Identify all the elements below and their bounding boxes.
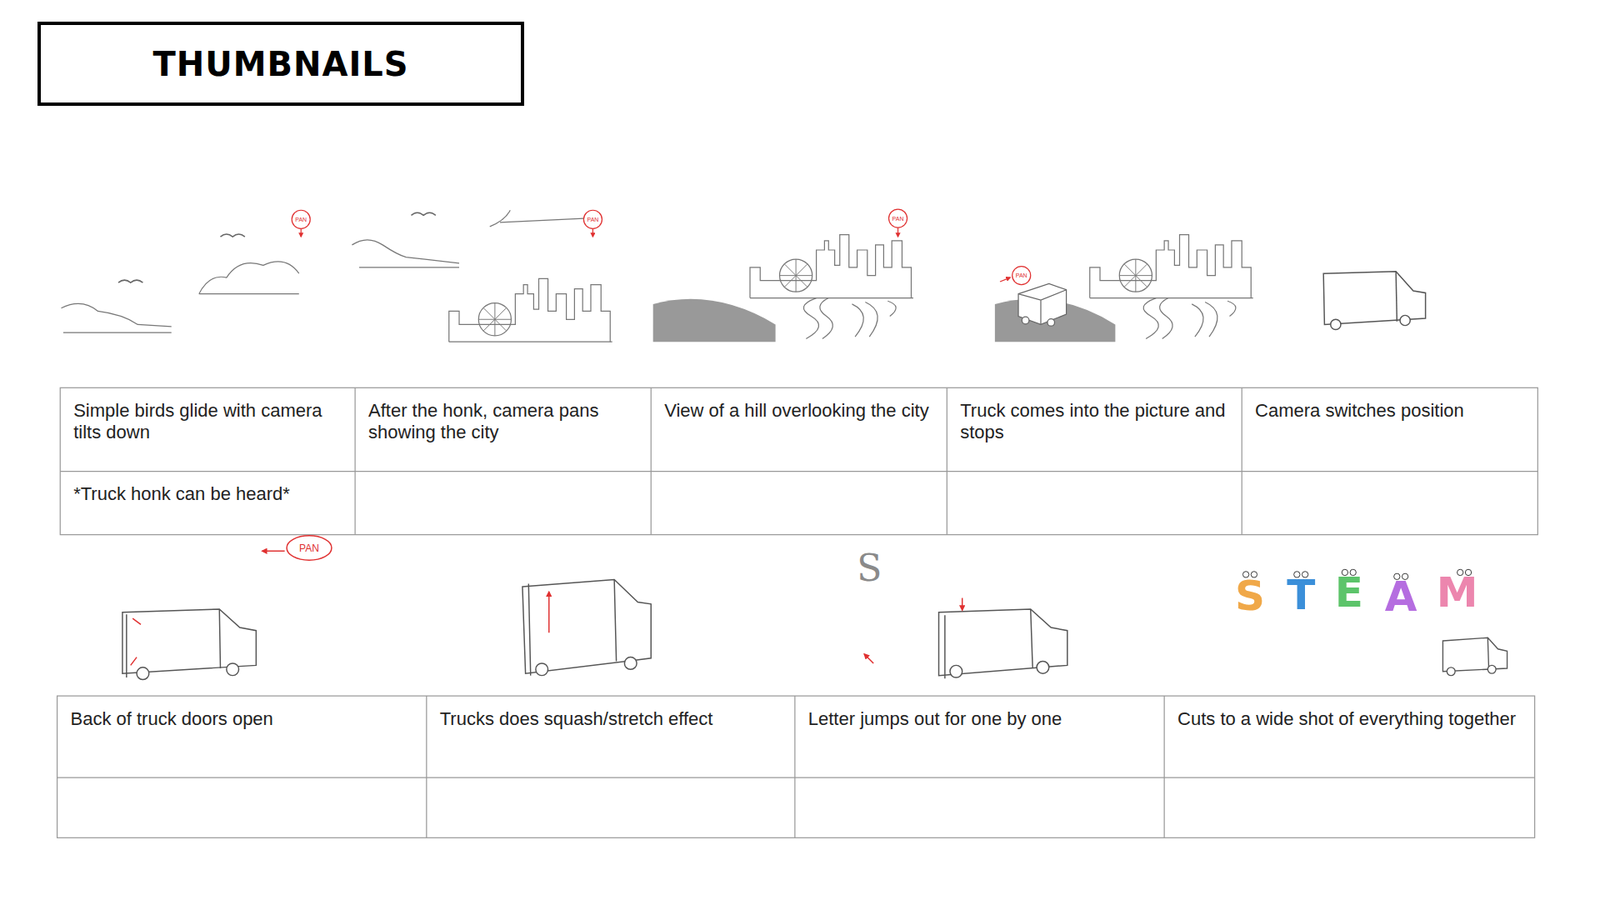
steam-letter: A	[1385, 575, 1418, 618]
sketch-line	[60, 470, 1538, 472]
sketch-rect	[60, 387, 1538, 535]
title-box: THUMBNAILS	[37, 21, 525, 106]
sketch-path	[1395, 271, 1397, 322]
panel-birds	[60, 210, 310, 333]
title-text: THUMBNAILS	[152, 45, 409, 84]
panel-letters	[864, 598, 1068, 680]
panel-squash	[522, 580, 651, 676]
sketch-line	[57, 776, 1535, 778]
panel-hill	[653, 209, 914, 342]
sketch-circle	[1021, 316, 1030, 325]
sketch-path	[60, 303, 171, 333]
panel-wide-shot	[1242, 569, 1507, 675]
sketch-circle	[624, 657, 637, 670]
sketch-path	[653, 299, 776, 342]
sketch-circle	[583, 210, 602, 229]
panel-truck-side	[1323, 271, 1425, 330]
sketch-circle	[291, 210, 310, 229]
table-cell: After the honk, camera pans showing the …	[368, 400, 638, 445]
sketch-use	[449, 278, 613, 342]
sketch-line	[262, 550, 285, 551]
sketch-rect	[57, 695, 1535, 838]
pan-note: PAN	[299, 543, 320, 554]
sketch-circle	[1487, 665, 1496, 674]
pan-note: PAN	[295, 216, 307, 223]
sketch-path	[490, 210, 585, 227]
steam-letter: T	[1286, 574, 1315, 616]
sketch-path	[528, 580, 616, 676]
sketch-line	[897, 227, 899, 237]
steam-letter: E	[1335, 571, 1364, 614]
sketch-use	[803, 298, 896, 340]
table-cell: Cuts to a wide shot of everything togeth…	[1177, 708, 1522, 730]
sketch-circle	[950, 665, 963, 678]
pan-note: PAN	[892, 215, 905, 222]
sketch-path	[945, 609, 1033, 679]
sketch-circle	[889, 209, 908, 228]
table-cell: Letter jumps out for one by one	[808, 708, 1151, 730]
table-grid	[57, 387, 1539, 838]
sketch-path	[1018, 290, 1067, 325]
sketch-circle	[1012, 266, 1031, 285]
sketch-line	[794, 695, 795, 838]
sketch-line	[592, 228, 594, 237]
sketch-circle	[1036, 660, 1050, 674]
sketch-line	[548, 591, 550, 633]
sketch-path	[522, 580, 651, 675]
jumping-letter: S	[856, 550, 882, 587]
sketch-use	[1143, 298, 1236, 340]
sketch-line	[300, 228, 302, 237]
sketch-path	[1323, 271, 1425, 325]
table-cell: Truck comes into the picture and stops	[960, 400, 1229, 445]
pan-note: PAN	[1015, 272, 1028, 279]
sketch-circle	[1330, 319, 1341, 330]
sketch-line	[355, 387, 356, 535]
panel-doors-open	[122, 535, 332, 680]
table-cell: Simple birds glide with camera tilts dow…	[73, 400, 342, 445]
sketch-line	[425, 695, 427, 838]
pan-note: PAN	[586, 216, 599, 223]
sketch-line	[650, 387, 652, 535]
panel-pan	[351, 210, 612, 342]
table-cell: *Truck honk can be heard*	[73, 483, 342, 505]
sketch-circle	[535, 663, 549, 676]
sketch-use	[410, 212, 435, 215]
table-cell: Back of truck doors open	[70, 708, 413, 730]
sketch-use	[220, 234, 245, 237]
steam-letter: M	[1436, 571, 1479, 614]
sketch-line	[1241, 387, 1243, 535]
table-cell: Camera switches position	[1255, 400, 1525, 422]
sketch-circle	[1400, 315, 1410, 325]
sketch-path	[1442, 637, 1507, 671]
panel-truck-arrives	[995, 235, 1254, 343]
sketch-ellipse	[286, 535, 332, 560]
table-cell: View of a hill overlooking the city	[664, 400, 934, 422]
sketch-line	[1164, 695, 1165, 838]
sketch-path	[351, 240, 460, 268]
sketch-line	[1000, 277, 1010, 282]
table-cell: Trucks does squash/stretch effect	[440, 708, 782, 730]
sketch-path	[1487, 637, 1489, 669]
sketch-circle	[1047, 319, 1055, 327]
sketch-circle	[1446, 667, 1455, 676]
sketch-path	[199, 261, 300, 295]
sketch-line	[961, 598, 963, 611]
sketch-use	[118, 280, 143, 283]
steam-letter: S	[1235, 575, 1265, 617]
sketch-path	[1018, 283, 1067, 325]
sketch-circle	[226, 663, 240, 676]
sketch-circle	[136, 667, 150, 680]
sketch-use	[1090, 235, 1254, 299]
sketch-line	[946, 387, 948, 535]
sketch-use	[750, 235, 914, 299]
sketch-line	[864, 654, 874, 664]
sketch-path	[130, 618, 141, 665]
